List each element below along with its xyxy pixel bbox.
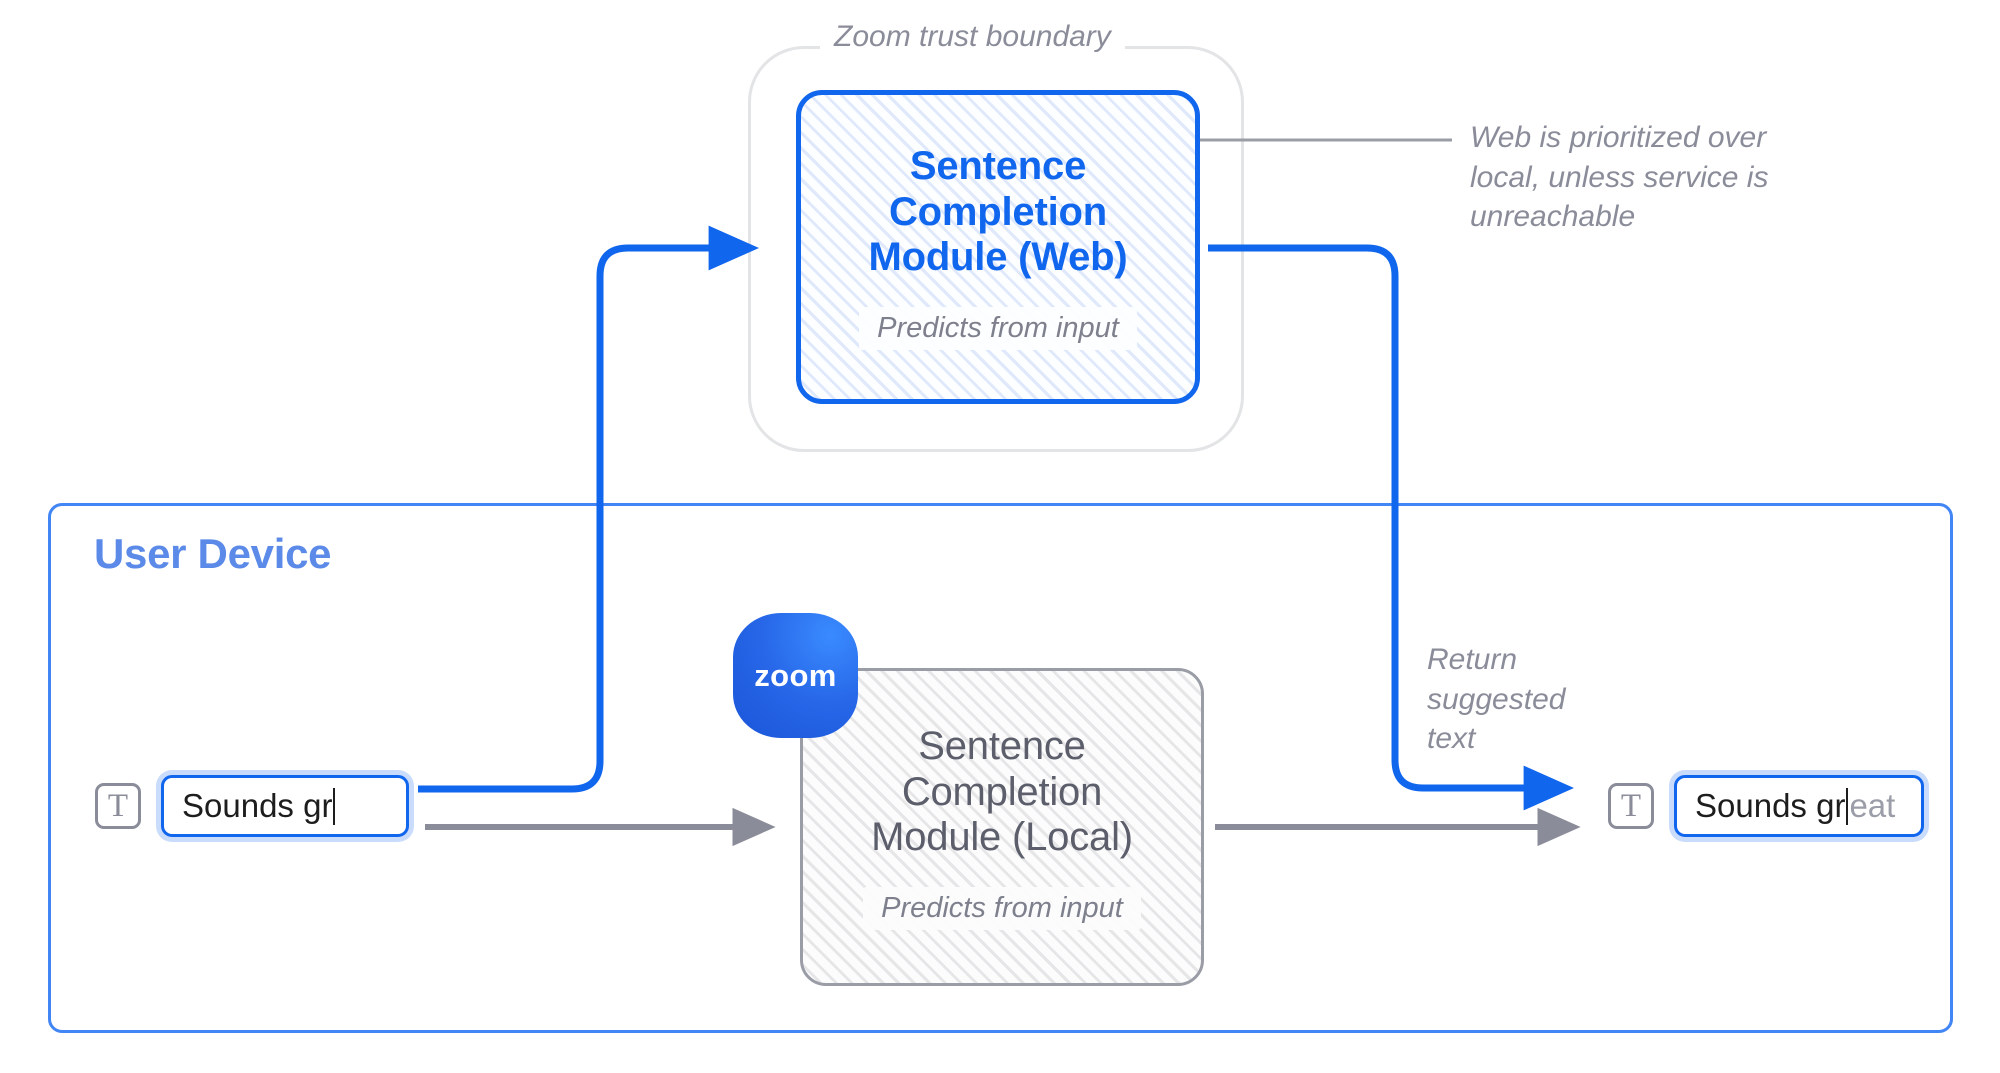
module-local-title-line-2: Completion (901, 769, 1103, 814)
module-web-title-line-3: Module (Web) (868, 235, 1128, 280)
zoom-logo-label: zoom (754, 657, 837, 693)
text-caret (333, 787, 336, 825)
module-local-title-line-1: Sentence (918, 724, 1086, 769)
search-input-left[interactable]: Sounds gr (161, 775, 409, 837)
user-device-title: User Device (94, 530, 332, 577)
module-web-subtitle: Predicts from input (859, 306, 1137, 350)
sentence-completion-module-local[interactable]: Sentence Completion Module (Local) Predi… (800, 668, 1204, 986)
trust-boundary-label: Zoom trust boundary (820, 20, 1125, 54)
input-field-group-left: T Sounds gr (95, 775, 409, 837)
module-web-title-line-2: Completion (889, 189, 1107, 234)
input-right-suggestion-text: eat (1849, 787, 1896, 824)
module-local-title: Sentence Completion Module (Local) (871, 724, 1133, 861)
annotation-web-priority: Web is prioritized over local, unless se… (1470, 121, 1769, 234)
text-field-icon: T (1608, 783, 1654, 829)
module-local-title-line-3: Module (Local) (871, 815, 1133, 860)
input-left-typed-text: Sounds gr (182, 787, 333, 824)
module-local-subtitle: Predicts from input (863, 886, 1141, 930)
user-device-container (48, 503, 1953, 1033)
text-field-icon: T (95, 783, 141, 829)
module-web-title: Sentence Completion Module (Web) (868, 144, 1127, 281)
input-right-typed-text: Sounds gr (1695, 787, 1846, 824)
sentence-completion-module-web[interactable]: Sentence Completion Module (Web) Predict… (796, 90, 1200, 404)
module-web-title-line-1: Sentence (909, 144, 1087, 189)
text-caret (1846, 787, 1849, 825)
annotation-return-suggested-text: Return suggested text (1427, 643, 1566, 756)
zoom-logo-icon: zoom (733, 613, 858, 738)
